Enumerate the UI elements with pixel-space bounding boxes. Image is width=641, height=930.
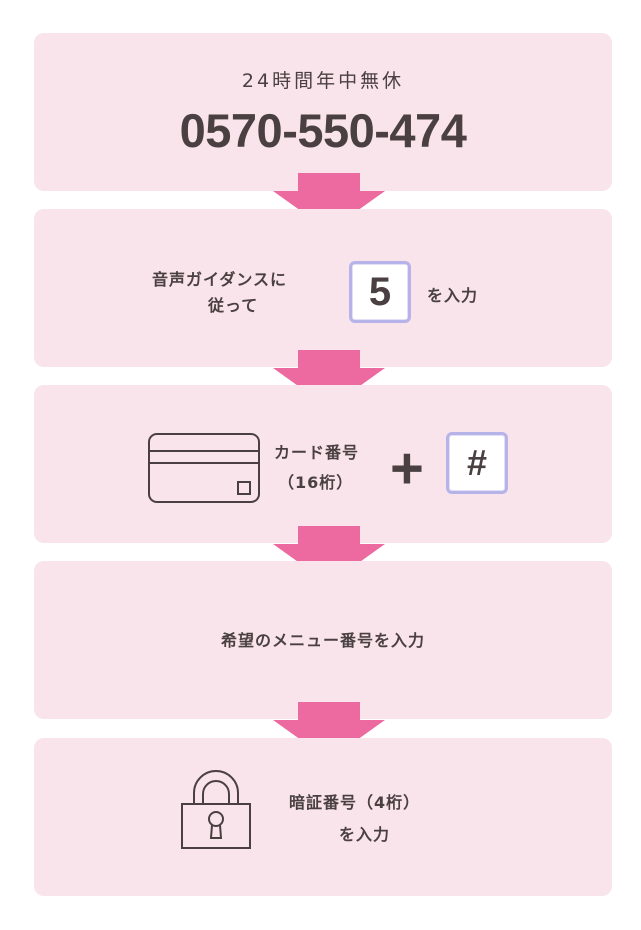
- step-2-box: 音声ガイダンスに 従って 5 を入力: [34, 209, 612, 367]
- down-arrow-icon: [273, 350, 385, 408]
- step-3-text-line2: （16桁）: [278, 473, 354, 492]
- step-5-text-line1: 暗証番号（4桁）: [289, 793, 421, 812]
- step-5-box: 暗証番号（4桁） を入力: [34, 738, 612, 896]
- step-3-text-line1: カード番号: [274, 443, 360, 462]
- plus-icon: +: [390, 436, 424, 501]
- hours-label: 24時間年中無休: [241, 70, 405, 92]
- step-3-box: カード番号 （16桁） + #: [34, 385, 612, 543]
- step-2-after-text: を入力: [427, 286, 479, 305]
- step-1-box: 24時間年中無休 0570-550-474: [34, 33, 612, 191]
- step-2-text-line1: 音声ガイダンスに: [152, 270, 288, 289]
- key-hash-icon: #: [446, 432, 508, 494]
- down-arrow-icon: [273, 702, 385, 760]
- key-5-icon: 5: [349, 261, 411, 323]
- down-arrow-icon: [273, 173, 385, 231]
- phone-number[interactable]: 0570-550-474: [179, 104, 467, 157]
- down-arrow-icon: [273, 526, 385, 584]
- step-4-box: 希望のメニュー番号を入力: [34, 561, 612, 719]
- step-4-text: 希望のメニュー番号を入力: [220, 631, 425, 650]
- credit-card-icon: [148, 433, 260, 503]
- step-2-text-line2: 従って: [208, 296, 259, 315]
- step-5-text-line2: を入力: [339, 825, 391, 844]
- padlock-icon: [181, 770, 251, 849]
